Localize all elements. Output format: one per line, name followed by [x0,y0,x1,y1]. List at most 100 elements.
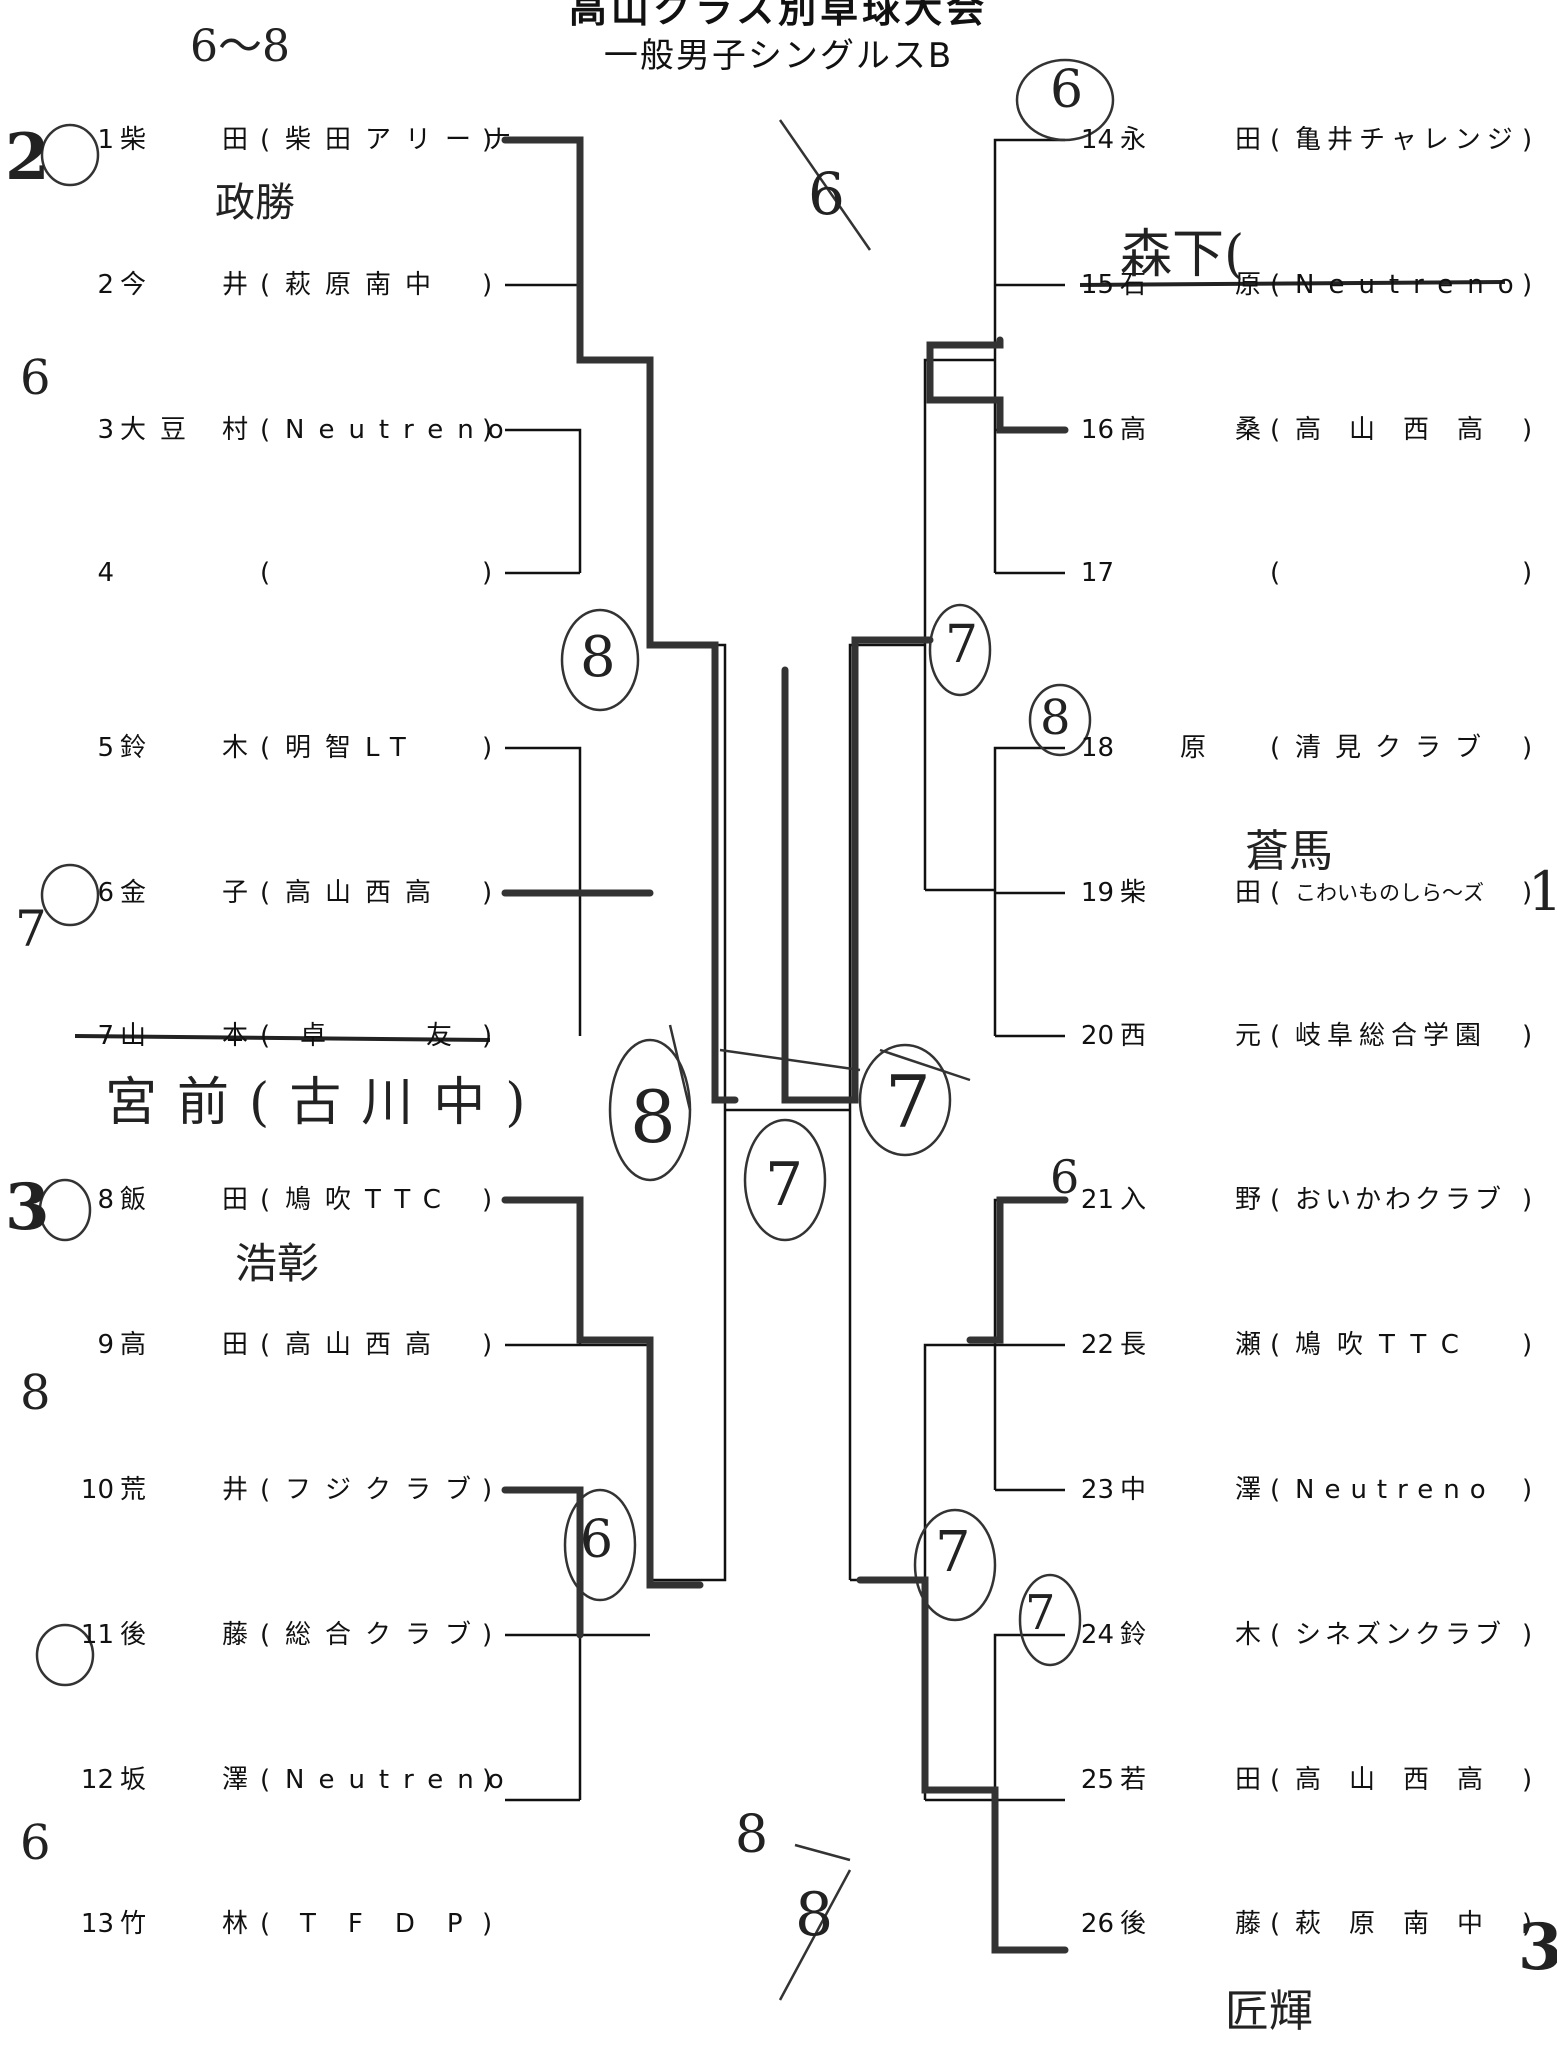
entry-surname: 後 [120,1620,147,1650]
entry-given: 田 [1235,878,1262,908]
handwritten-name-19: 蒼馬 [1245,826,1333,877]
handwritten-name-8: 浩彰 [235,1239,320,1288]
entry-surname: 柴 [120,125,147,155]
score-mark: 6 [20,1815,51,1871]
entry-given: 田 [222,1330,249,1360]
score-mark: 7 [15,900,47,958]
entry-surname: 山 [120,1021,147,1051]
score-mark: 8 [630,1075,676,1159]
score-mark: 6 [1050,60,1084,120]
entry-surname: 今 [120,270,147,300]
entry-number: 2 [97,270,114,300]
entry-team: 高山西高 [1295,415,1512,445]
entry-number: 23 [1080,1475,1114,1505]
score-mark: 8 [20,1365,51,1421]
entry-number: 24 [1080,1620,1114,1650]
entry-number: 4 [97,558,114,588]
entry-number: 13 [80,1909,114,1939]
score-mark: 8 [795,1880,834,1950]
entry-number: 12 [80,1765,114,1795]
score-mark: 7 [1025,1585,1056,1641]
entry-number: 7 [97,1021,114,1051]
entry-number: 26 [1080,1909,1114,1939]
entry-surname: 鈴 [1120,1620,1147,1650]
entry-surname: 柴 [1120,878,1147,908]
entry-given: 藤 [1235,1909,1262,1939]
entry-surname: 高 [120,1330,147,1360]
entry-team: 鳩吹TTC [1295,1330,1475,1360]
entry-given: 木 [1235,1620,1262,1650]
entry-given: 井 [222,1475,249,1505]
entry-given: 原 [1180,733,1207,763]
entry-given: 澤 [1235,1475,1262,1505]
entry-team: Neutreno [285,1765,518,1795]
entry-surname: 中 [1120,1475,1147,1505]
handwritten-rank-3-right: 3 [1518,1910,1557,1985]
entry-number: 8 [97,1185,114,1215]
handwritten-name-26: 匠輝 [1225,1986,1313,2037]
entry-team: 卓友 [300,1021,553,1051]
entry-number: 25 [1080,1765,1114,1795]
entry-given: 林 [222,1909,249,1939]
entry-surname: 永 [1120,125,1147,155]
entry-given: 本 [222,1021,249,1051]
entry-given: 原 [1235,270,1262,300]
entry-team: Neutreno [1295,1475,1496,1505]
entry-number: 19 [1080,878,1114,908]
entry-team: Neutreno [285,415,518,445]
entry-given: 田 [1235,1765,1262,1795]
entry-team: Neutreno [1295,270,1528,300]
handwritten-range: 6〜8 [190,21,290,72]
entry-number: 3 [97,415,114,445]
entry-surname: 入 [1120,1185,1147,1215]
entry-surname: 西 [1120,1021,1147,1051]
entry-number: 17 [1080,558,1114,588]
entry-team: おいかわクラブ [1295,1185,1506,1215]
score-mark: 6 [1050,1150,1080,1204]
score-mark: 6 [808,160,845,228]
entry-team: 高山西高 [285,878,446,908]
entry-surname: 後 [1120,1909,1147,1939]
entry-given: 瀬 [1235,1330,1262,1360]
entry-given: 子 [222,878,249,908]
entry-given: 田 [222,1185,249,1215]
entry-surname: 大豆 [120,415,201,445]
score-mark: 7 [885,1060,931,1144]
entry-number: 14 [1080,125,1114,155]
handwritten-name-15: 森下( [1120,225,1245,285]
entry-surname: 荒 [120,1475,147,1505]
entry-number: 21 [1080,1185,1114,1215]
entry-given: 野 [1235,1185,1262,1215]
handwritten-name-7: 宮前(古川中) [105,1073,546,1133]
entry-given: 澤 [222,1765,249,1795]
entry-number: 9 [97,1330,114,1360]
score-mark: 7 [765,1150,804,1220]
entry-team: 総合クラブ [285,1620,486,1650]
score-mark: 1 [1528,860,1557,923]
tournament-title: 高山クラス別卓球大会 [568,0,989,31]
entry-team: シネズンクラブ [1295,1620,1506,1650]
handwritten-rank-3-left: 3 [5,1170,50,1245]
score-mark: 6 [580,1510,614,1570]
entry-number: 22 [1080,1330,1114,1360]
entry-number: 5 [97,733,114,763]
entry-team: 柴田アリーナ [285,125,526,155]
entry-given: 田 [1235,125,1262,155]
score-mark: 8 [580,625,616,690]
score-mark: 7 [935,1520,971,1585]
entry-surname: 飯 [120,1185,147,1215]
handwritten-name-1: 政勝 [215,180,295,226]
score-mark: 6 [20,350,51,406]
entry-number: 6 [97,878,114,908]
entry-given: 井 [222,270,249,300]
entry-number: 11 [80,1620,114,1650]
entry-team: 萩原南中 [1295,1909,1512,1939]
entry-team: TFDP [300,1909,495,1939]
entry-number: 20 [1080,1021,1114,1051]
entry-number: 1 [97,125,114,155]
entry-given: 村 [222,415,249,445]
score-mark: 8 [1040,690,1071,746]
score-mark: 7 [945,615,979,675]
